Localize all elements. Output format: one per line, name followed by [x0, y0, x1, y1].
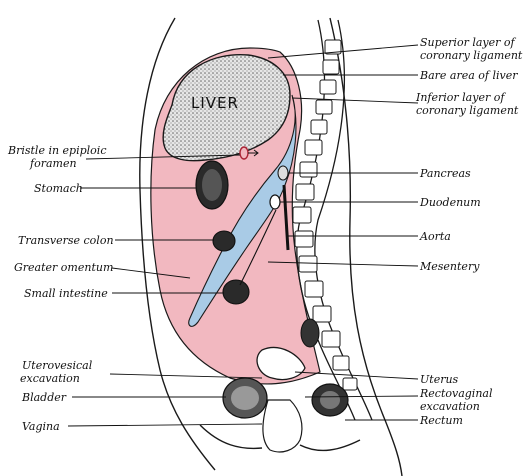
label-mesentery: Mesentery [419, 260, 480, 273]
duodenum [270, 195, 280, 209]
epiploic-foramen [240, 147, 248, 159]
stomach-lumen [202, 169, 222, 201]
label-uterovesical: Uterovesical [22, 359, 93, 372]
label-rectovaginal-2: excavation [420, 400, 480, 413]
small-intestine [223, 280, 249, 304]
label-superior-coronary-2: coronary ligament [420, 49, 523, 62]
label-bare-area: Bare area of liver [419, 69, 518, 82]
rectum-lumen [320, 391, 340, 409]
label-aorta: Aorta [419, 230, 451, 243]
bladder-lumen [231, 386, 259, 410]
label-uterovesical-2: excavation [20, 372, 80, 385]
transverse-colon [213, 231, 235, 251]
label-rectovaginal: Rectovaginal [419, 387, 493, 400]
label-inferior-coronary-2: coronary ligament [416, 104, 519, 117]
vagina [263, 400, 302, 452]
label-pancreas: Pancreas [419, 167, 471, 180]
label-bristle-2: foramen [29, 157, 77, 170]
label-stomach: Stomach [34, 182, 83, 195]
label-superior-coronary: Superior layer of [420, 36, 517, 49]
label-bladder: Bladder [21, 391, 67, 404]
label-greater-omentum: Greater omentum [14, 261, 113, 274]
label-small-intestine: Small intestine [24, 287, 108, 300]
label-uterus: Uterus [420, 373, 459, 386]
label-inferior-coronary: Inferior layer of [415, 91, 506, 104]
label-transverse-colon: Transverse colon [18, 234, 114, 247]
label-bristle: Bristle in epiploic [7, 144, 106, 157]
label-vagina: Vagina [22, 420, 60, 433]
liver-label: LIVER [191, 94, 239, 112]
label-duodenum: Duodenum [419, 196, 481, 209]
sigmoid-loop [301, 319, 319, 347]
pancreas [278, 166, 288, 180]
label-rectum: Rectum [419, 414, 463, 427]
